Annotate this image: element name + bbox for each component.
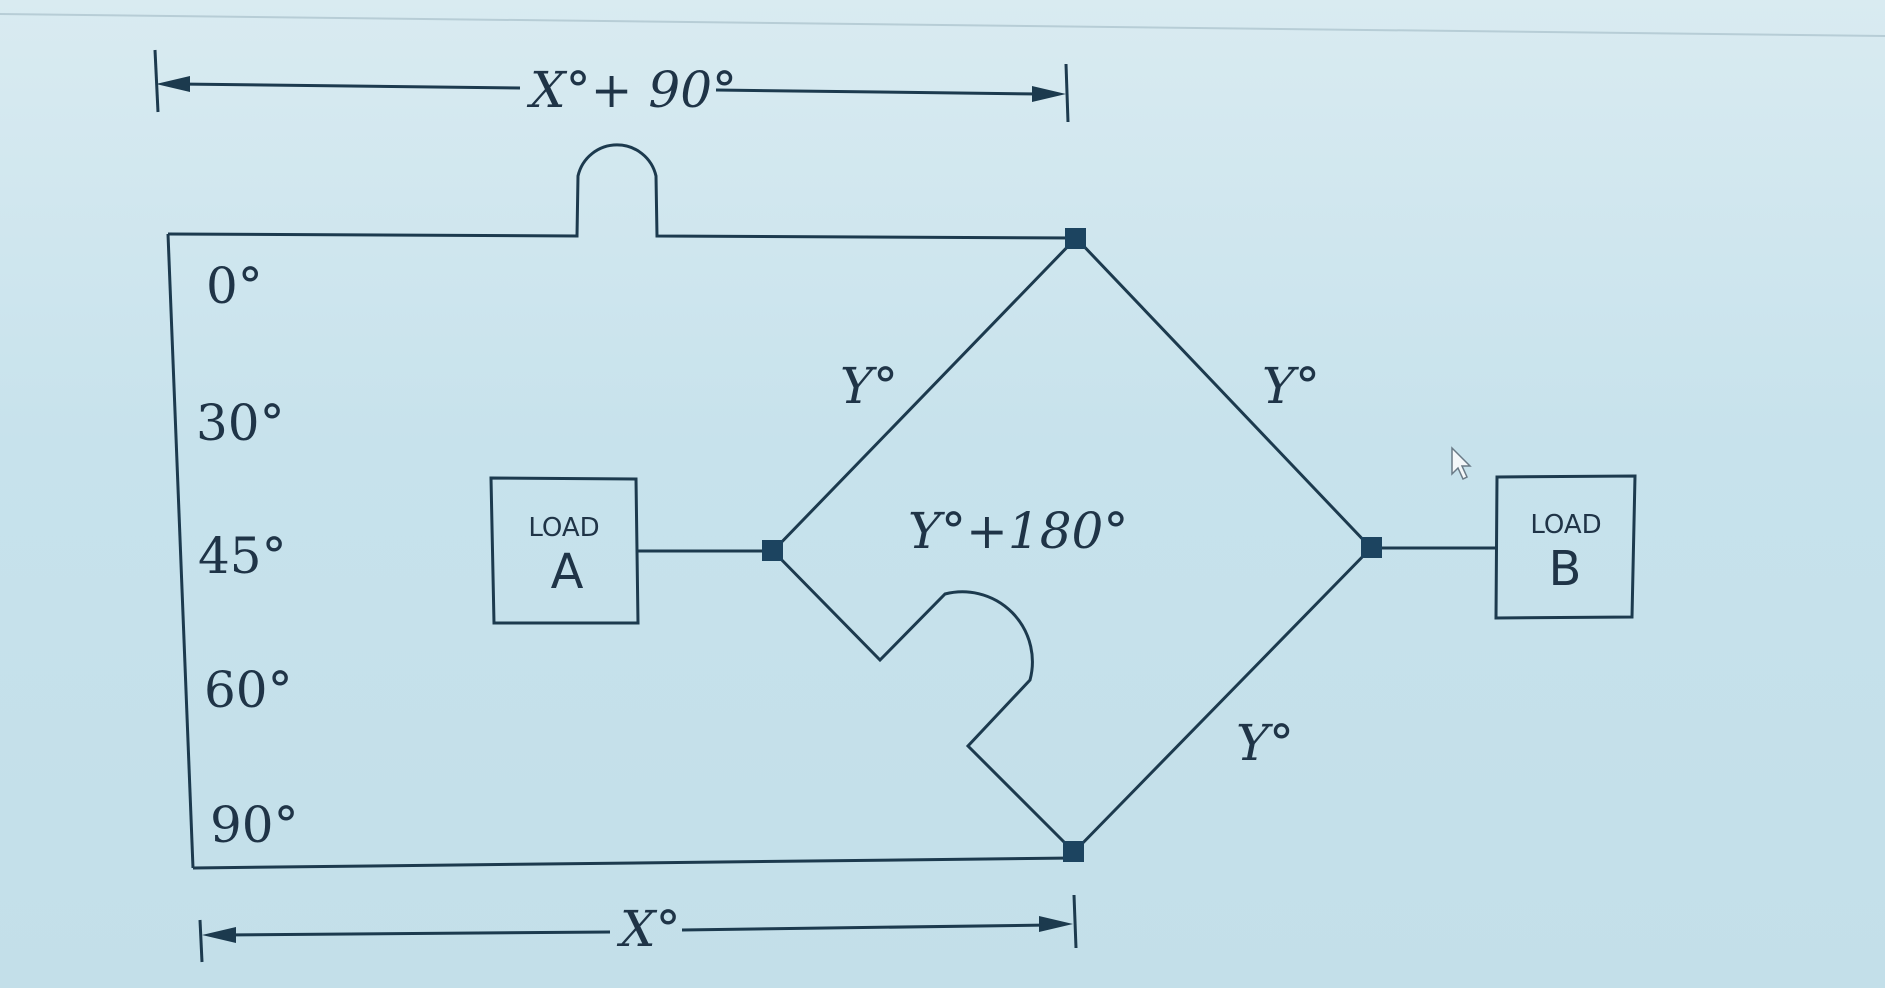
load-a-letter: A <box>551 544 584 600</box>
bottom-dimension-right-line <box>681 923 1051 932</box>
load-b-letter: B <box>1549 541 1582 597</box>
junction-node-bottom <box>1063 841 1084 862</box>
upper-right-phase-label: Y° <box>1262 357 1320 415</box>
lower-left-branch-with-loop <box>771 549 1076 854</box>
phase-scale-label: 45° <box>198 527 287 585</box>
top-dimension-left-line <box>177 82 521 90</box>
junction-node-top <box>1065 228 1086 249</box>
bottom-dimension-left-tick <box>198 919 204 963</box>
phase-scale-label: 30° <box>196 394 285 452</box>
load-a-word: LOAD <box>528 513 599 543</box>
pointer-arrow-icon <box>1451 446 1472 481</box>
phase-scale-label: 90° <box>210 796 299 854</box>
top-dimension-right-tick <box>1064 63 1070 123</box>
load-a-box: LOAD A <box>489 476 640 625</box>
bottom-dimension: X° <box>198 894 1078 963</box>
top-dimension-label: X°+ 90° <box>526 61 737 119</box>
bottom-dimension-right-arrowhead <box>1039 916 1073 932</box>
center-phase-label: Y°+180° <box>908 502 1128 560</box>
bottom-wire <box>192 856 1075 870</box>
phase-scale: 0° 30° 45° 60° 90° <box>196 257 299 854</box>
bottom-dimension-label: X° <box>616 900 681 958</box>
bottom-dimension-left-line <box>221 930 611 937</box>
junction-node-left <box>762 540 783 561</box>
load-b-box: LOAD B <box>1494 474 1637 620</box>
lower-right-phase-label: Y° <box>1236 714 1294 772</box>
upper-left-branch <box>771 236 1078 553</box>
phase-scale-label: 0° <box>206 257 263 315</box>
load-b-word: LOAD <box>1530 510 1601 540</box>
bottom-dimension-left-arrowhead <box>202 927 236 943</box>
phase-scale-label: 60° <box>204 661 293 719</box>
top-dimension: X°+ 90° <box>153 49 1070 123</box>
upper-right-branch <box>1074 236 1373 550</box>
junction-node-right <box>1361 537 1382 558</box>
upper-left-phase-label: Y° <box>840 357 898 415</box>
top-dimension-right-line <box>715 88 1041 96</box>
load-b-outline <box>1494 474 1637 620</box>
left-wire <box>166 233 195 869</box>
top-wire <box>167 143 1077 240</box>
bottom-dimension-right-tick <box>1072 894 1078 949</box>
lower-right-branch <box>1072 546 1373 854</box>
diamond-network: Y° Y° Y° Y°+180° <box>637 228 1497 862</box>
top-dimension-right-arrowhead <box>1032 86 1066 102</box>
screen-edge-line <box>0 13 1885 37</box>
load-a-outline <box>489 476 640 625</box>
top-dimension-left-arrowhead <box>156 76 190 92</box>
top-dimension-left-tick <box>153 49 160 113</box>
